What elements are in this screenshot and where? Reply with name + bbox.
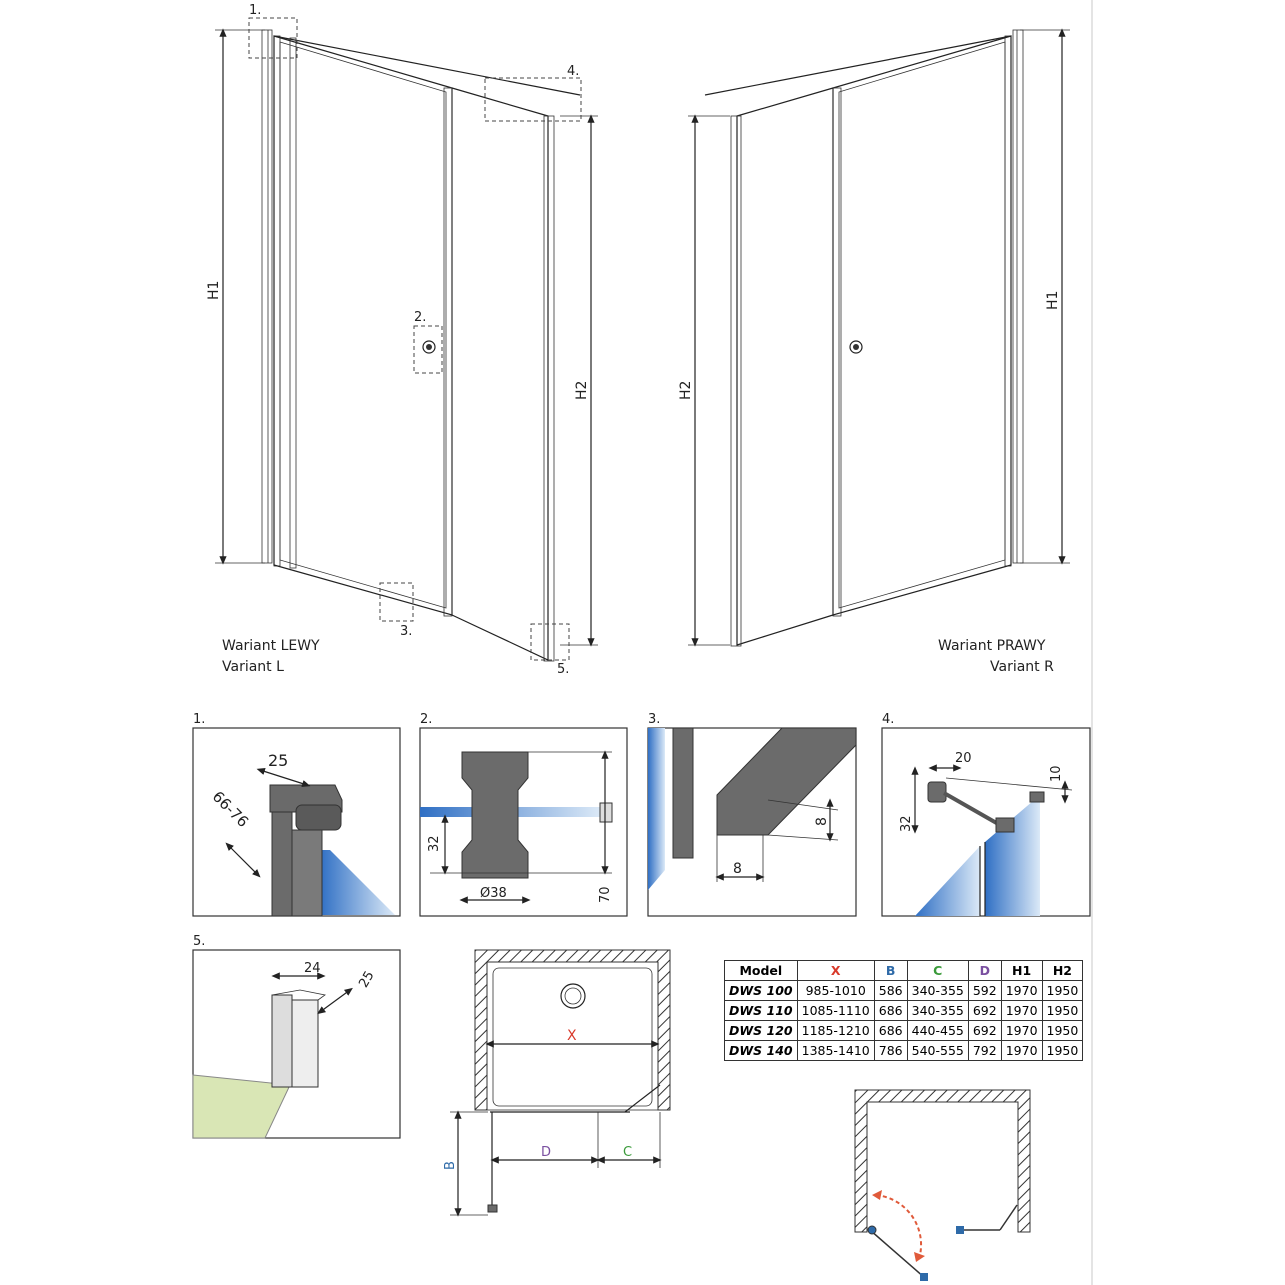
cell-h1: 1970 (1000, 980, 1043, 1001)
d-label: D (541, 1145, 551, 1160)
detail-3-width: 8 (733, 861, 742, 877)
cell-d: 692 (967, 1000, 1002, 1021)
detail-4-label: 4. (882, 712, 894, 727)
cell-c: 540-555 (906, 1040, 969, 1061)
specification-table: Model X B C D H1 H2 DWS 100 985-1010 586… (724, 960, 1084, 1061)
cell-b: 686 (873, 1020, 908, 1041)
right-variant-elevation: H1 H2 Wariant PRAWY Variant R (678, 28, 1070, 675)
x-label: X (567, 1028, 577, 1044)
cell-d: 692 (967, 1020, 1002, 1041)
h2-label: H2 (574, 381, 590, 400)
cell-b: 686 (873, 1000, 908, 1021)
table-row: DWS 100 985-1010 586 340-355 592 1970 19… (724, 980, 1084, 1001)
detail-2-handle: 2. 32 Ø38 70 (419, 712, 628, 917)
header-model: Model (724, 960, 798, 981)
cell-x: 1185-1210 (796, 1020, 875, 1041)
h2-label-right: H2 (678, 381, 694, 400)
h1-label-right: H1 (1045, 291, 1061, 310)
header-h2: H2 (1041, 960, 1084, 981)
c-label: C (623, 1145, 632, 1160)
variant-left-label: Wariant LEWY (222, 638, 320, 654)
table-row: DWS 110 1085-1110 686 340-355 692 1970 1… (724, 1000, 1084, 1021)
callout-1: 1. (249, 3, 261, 18)
detail-1-label: 1. (193, 712, 205, 727)
cell-model: DWS 120 (724, 1020, 798, 1041)
header-x: X (796, 960, 875, 981)
detail-2-height: 70 (598, 886, 613, 903)
cell-b: 786 (873, 1040, 908, 1061)
cell-h2: 1950 (1041, 980, 1084, 1001)
variant-right-sublabel: Variant R (990, 659, 1054, 675)
detail-2-offset: 32 (427, 835, 442, 852)
cell-h2: 1950 (1041, 1020, 1084, 1041)
cell-h1: 1970 (1000, 1020, 1043, 1041)
b-label: B (443, 1161, 458, 1170)
header-h1: H1 (1000, 960, 1043, 981)
cell-x: 1085-1110 (796, 1000, 875, 1021)
cell-h2: 1950 (1041, 1000, 1084, 1021)
header-d: D (967, 960, 1002, 981)
detail-5-floor-profile: 5. 24 25 (192, 934, 401, 1139)
cell-x: 985-1010 (796, 980, 875, 1001)
detail-1-top-hinge: 1. 25 66-76 (192, 712, 401, 917)
detail-5-width: 24 (304, 961, 321, 976)
cell-h1: 1970 (1000, 1040, 1043, 1061)
callout-3: 3. (400, 624, 412, 639)
detail-3-label: 3. (648, 712, 660, 727)
plan-view: X B D C (443, 949, 671, 1217)
callout-4: 4. (567, 64, 579, 79)
table-row: DWS 120 1185-1210 686 440-455 692 1970 1… (724, 1020, 1084, 1041)
cell-model: DWS 100 (724, 980, 798, 1001)
cell-x: 1385-1410 (796, 1040, 875, 1061)
detail-1-width: 25 (268, 751, 288, 770)
cell-d: 792 (967, 1040, 1002, 1061)
callout-5: 5. (557, 662, 569, 677)
detail-2-diameter: Ø38 (480, 886, 507, 901)
detail-3-height: 8 (814, 817, 830, 826)
door-swing-diagram (854, 1089, 1031, 1281)
detail-4-width: 20 (955, 751, 972, 766)
variant-right-label: Wariant PRAWY (938, 638, 1046, 654)
table-row: DWS 140 1385-1410 786 540-555 792 1970 1… (724, 1040, 1084, 1061)
h1-label: H1 (206, 281, 222, 300)
callout-2: 2. (414, 310, 426, 325)
detail-5-depth: 25 (356, 969, 377, 991)
detail-4-stabilizer: 4. 20 10 32 (881, 712, 1091, 917)
header-c: C (906, 960, 969, 981)
detail-4-offset: 32 (899, 815, 914, 832)
detail-2-label: 2. (420, 712, 432, 727)
table-header-row: Model X B C D H1 H2 (724, 960, 1084, 981)
detail-4-height: 10 (1049, 765, 1064, 782)
header-b: B (873, 960, 908, 981)
cell-c: 440-455 (906, 1020, 969, 1041)
cell-h1: 1970 (1000, 1000, 1043, 1021)
cell-h2: 1950 (1041, 1040, 1084, 1061)
detail-5-label: 5. (193, 934, 205, 949)
cell-c: 340-355 (906, 1000, 969, 1021)
cell-c: 340-355 (906, 980, 969, 1001)
variant-left-sublabel: Variant L (222, 659, 284, 675)
cell-model: DWS 110 (724, 1000, 798, 1021)
cell-d: 592 (967, 980, 1002, 1001)
cell-b: 586 (873, 980, 908, 1001)
left-variant-elevation: H1 H2 1. 2. 3. 4. 5. Wariant LEWY Varian… (206, 3, 598, 677)
cell-model: DWS 140 (724, 1040, 798, 1061)
detail-3-seal: 3. 8 8 (647, 712, 857, 917)
